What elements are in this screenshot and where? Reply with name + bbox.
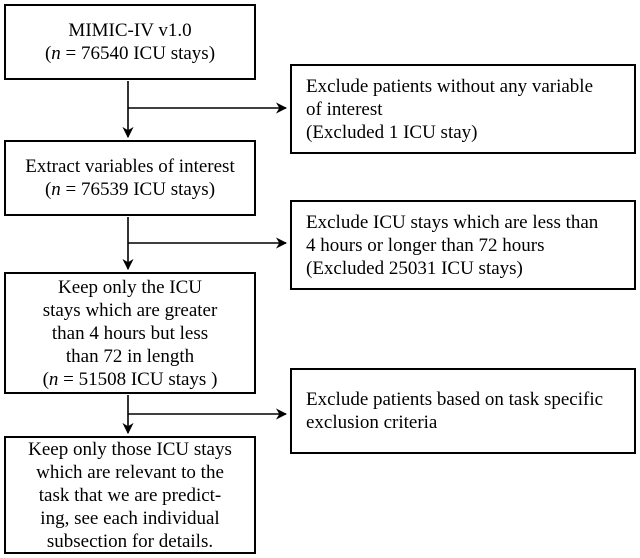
count-operator: = bbox=[65, 43, 77, 64]
box-keep-4-72-hours: Keep only the ICU stays which are greate… bbox=[4, 272, 256, 394]
box-text-line: task that we are predict- bbox=[38, 484, 222, 506]
box-mimic-source: MIMIC-IV v1.0 (n = 76540 ICU stays) bbox=[4, 4, 256, 80]
count-operator: = bbox=[63, 368, 74, 390]
box-text-line: Keep only those ICU stays bbox=[28, 438, 232, 460]
count-value: 76539 bbox=[80, 179, 129, 200]
box-text-line: than 4 hours but less bbox=[51, 322, 209, 344]
box-text-line: which are relevant to the bbox=[36, 461, 224, 483]
count-variable: n bbox=[48, 368, 59, 390]
box-text-line: Extract variables of interest bbox=[25, 156, 235, 177]
box-text-line: Exclude ICU stays which are less than bbox=[306, 211, 599, 233]
count-suffix: ICU stays ) bbox=[130, 368, 218, 390]
count-suffix: ICU stays) bbox=[133, 179, 216, 200]
box-count-line: (n = 76539 ICU stays) bbox=[44, 179, 216, 200]
count-operator: = bbox=[65, 179, 77, 200]
box-extract-variables: Extract variables of interest (n = 76539… bbox=[4, 140, 256, 216]
box-exclude-duration: Exclude ICU stays which are less than 4 … bbox=[290, 200, 636, 290]
box-text-line: than 72 in length bbox=[65, 345, 195, 367]
box-text-line: exclusion criteria bbox=[306, 412, 438, 433]
box-text-line: of interest bbox=[306, 98, 383, 120]
box-text-line: (Excluded 25031 ICU stays) bbox=[306, 257, 523, 279]
box-exclude-no-variable: Exclude patients without any variable of… bbox=[290, 64, 636, 154]
count-value: 76540 bbox=[80, 43, 129, 64]
box-text-line: 4 hours or longer than 72 hours bbox=[306, 234, 545, 256]
box-keep-task-relevant: Keep only those ICU stays which are rele… bbox=[4, 436, 256, 554]
count-value: 51508 bbox=[78, 368, 127, 390]
box-text-line: subsection for details. bbox=[46, 530, 214, 552]
box-count-line: (n = 51508 ICU stays ) bbox=[42, 368, 218, 390]
count-variable: n bbox=[51, 43, 61, 64]
box-text-line: Exclude patients based on task specific bbox=[306, 389, 604, 410]
box-text-line: Exclude patients without any variable bbox=[306, 75, 594, 97]
box-text-line: MIMIC-IV v1.0 bbox=[68, 20, 192, 41]
count-suffix: ICU stays) bbox=[133, 43, 216, 64]
box-text-line: (Excluded 1 ICU stay) bbox=[306, 121, 478, 143]
count-variable: n bbox=[51, 179, 61, 200]
box-text-line: ing, see each individual bbox=[40, 507, 220, 529]
box-count-line: (n = 76540 ICU stays) bbox=[44, 43, 216, 64]
box-exclude-task-specific: Exclude patients based on task specific … bbox=[290, 368, 636, 454]
box-text-line: Keep only the ICU bbox=[57, 276, 203, 298]
box-text-line: stays which are greater bbox=[42, 299, 218, 321]
